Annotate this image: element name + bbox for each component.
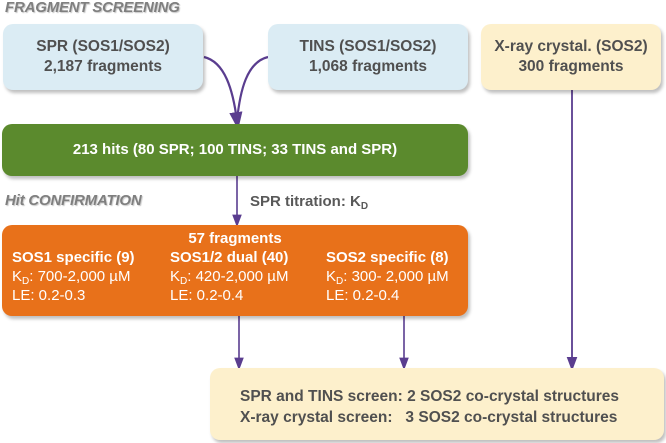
arrow-tins-to-hits: [235, 55, 269, 122]
fragment-screening-title: FRAGMENT SCREENING: [5, 0, 180, 16]
group-sos2-specific: SOS2 specific (8) KD: 300- 2,000 µM LE: …: [326, 249, 449, 304]
hits-box: 213 hits (80 SPR; 100 TINS; 33 TINS and …: [2, 124, 468, 176]
results-box: SPR and TINS screen: 2 SOS2 co-crystal s…: [210, 368, 664, 440]
xray-screen-box: X-ray crystal. (SOS2) 300 fragments: [481, 24, 661, 90]
spr-screen-count: 2,187 fragments: [43, 58, 163, 75]
hit-confirmation-title: Hit CONFIRMATION: [5, 192, 142, 209]
hits-label: 213 hits (80 SPR; 100 TINS; 33 TINS and …: [72, 141, 398, 158]
tins-screen-count: 1,068 fragments: [308, 58, 428, 75]
confirmed-groups: SOS1 specific (9) KD: 700-2,000 µM LE: 0…: [2, 248, 468, 305]
group-sos12-dual: SOS1/2 dual (40) KD: 420-2,000 µM LE: 0.…: [170, 249, 289, 304]
results-line-1: SPR and TINS screen: 2 SOS2 co-crystal s…: [240, 388, 620, 405]
xray-screen-name: X-ray crystal. (SOS2): [494, 38, 648, 55]
group-sos1-specific: SOS1 specific (9) KD: 700-2,000 µM LE: 0…: [12, 249, 135, 304]
confirmed-count: 57 fragments: [188, 230, 282, 247]
confirmed-fragments-box: 57 fragments SOS1 specific (9) KD: 700-2…: [2, 225, 468, 316]
tins-screen-name: TINS (SOS1/SOS2): [299, 38, 437, 55]
spr-screen-name: SPR (SOS1/SOS2): [36, 38, 170, 55]
xray-screen-count: 300 fragments: [518, 58, 624, 75]
spr-titration-label: SPR titration: KD: [250, 193, 369, 212]
tins-screen-box: TINS (SOS1/SOS2) 1,068 fragments: [268, 24, 468, 90]
spr-screen-box: SPR (SOS1/SOS2) 2,187 fragments: [3, 24, 203, 90]
results-line-2: X-ray crystal screen: 3 SOS2 co-crystal …: [240, 409, 618, 426]
arrow-spr-to-hits: [203, 55, 243, 130]
